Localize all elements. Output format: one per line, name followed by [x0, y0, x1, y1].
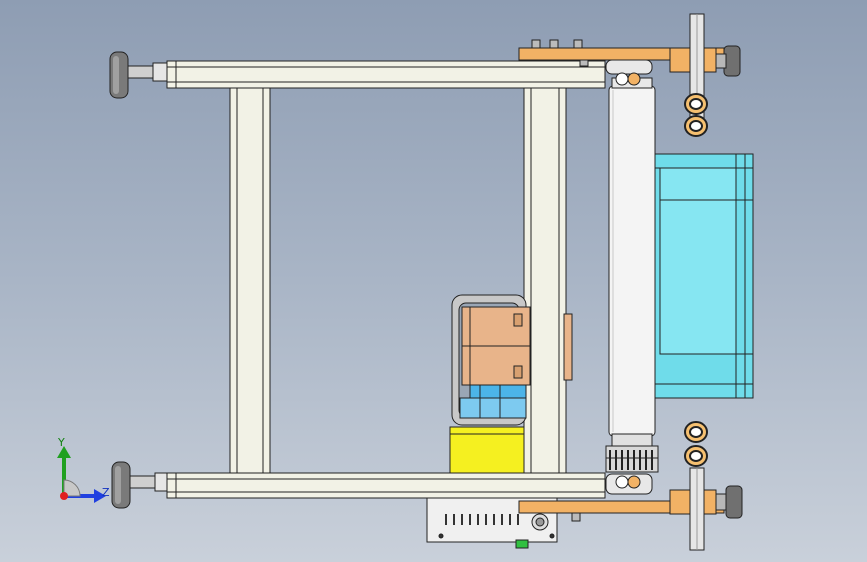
frame-rail-top	[166, 60, 606, 89]
leveling-foot-top	[109, 51, 168, 99]
leveling-foot-bottom	[111, 461, 168, 509]
cyan-enclosure	[654, 153, 754, 399]
control-box	[426, 497, 558, 549]
roller	[608, 77, 656, 447]
spring-bottom	[684, 421, 708, 467]
frame-post-left	[229, 87, 271, 474]
spring-top	[684, 93, 708, 137]
frame-rail-bottom	[166, 472, 606, 499]
bracket-top	[518, 13, 741, 119]
coordinate-triad-icon: Y Z	[57, 436, 110, 503]
frame-post-right	[523, 87, 567, 474]
x-axis-point	[60, 492, 68, 500]
y-axis-label: Y	[57, 436, 65, 449]
z-axis-label: Z	[102, 486, 110, 499]
iso-indicator	[63, 479, 81, 497]
yellow-mount-block	[449, 426, 525, 474]
gearbox	[459, 384, 527, 419]
bracket-bottom	[518, 467, 743, 551]
chain-sprocket	[605, 445, 659, 473]
